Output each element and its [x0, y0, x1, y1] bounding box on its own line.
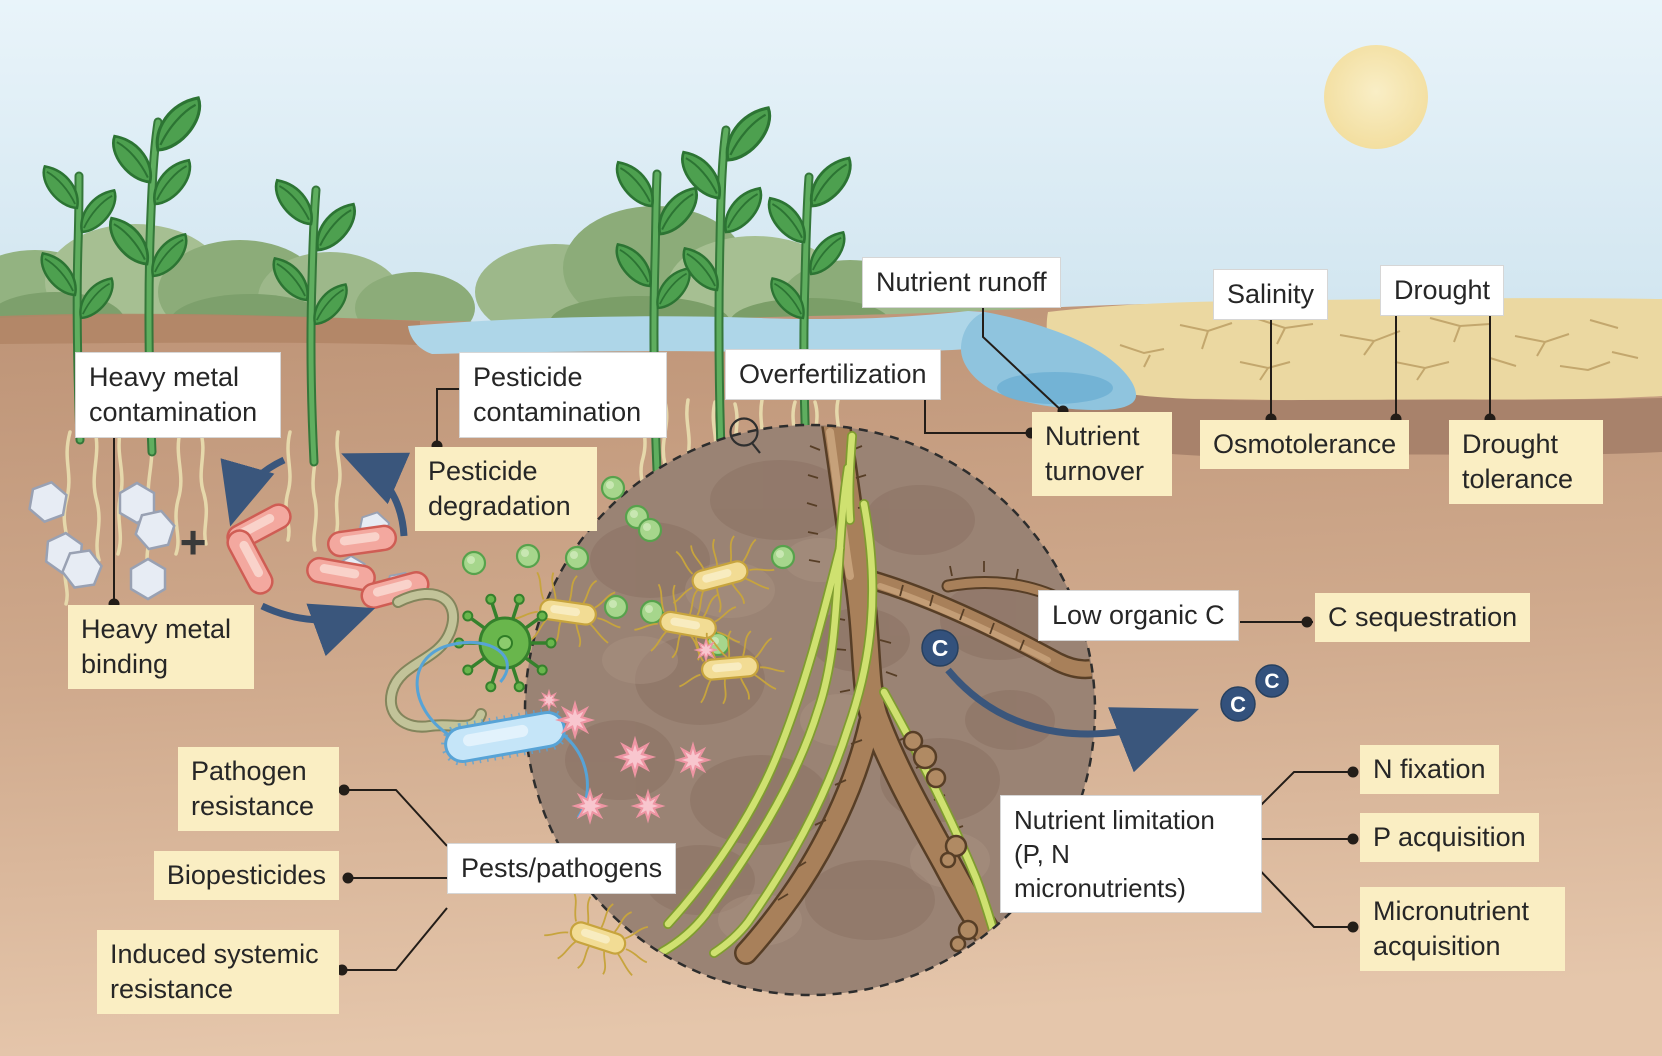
label-osmotolerance: Osmotolerance: [1200, 420, 1410, 469]
fungal-hyphae: [657, 431, 1003, 958]
label-pests-pathogens: Pests/pathogens: [447, 843, 677, 894]
crack-lines: [1119, 317, 1639, 381]
label-induced-systemic-resistance: Induced systemic resistance: [97, 930, 339, 1014]
label-overfertilization: Overfertilization: [725, 349, 941, 400]
label-nutrient-runoff: Nutrient runoff: [862, 257, 1061, 308]
root-nodules: [902, 730, 979, 953]
magnifier-icon: [729, 417, 761, 454]
label-micronutrient-acquisition: Micronutrient acquisition: [1360, 887, 1565, 971]
carbon-molecule: C: [1255, 664, 1289, 698]
label-heavy-metal-binding: Heavy metal binding: [68, 605, 254, 689]
carbon-molecule: C: [1220, 686, 1256, 722]
plus-sign: +: [180, 516, 207, 568]
connector-lines: [113, 303, 1491, 971]
label-pathogen-resistance: Pathogen resistance: [178, 747, 339, 831]
label-salinity: Salinity: [1213, 269, 1329, 320]
label-pesticide-contamination: Pesticide contamination: [459, 352, 667, 438]
label-nutrient-turnover: Nutrient turnover: [1032, 412, 1172, 496]
label-pesticide-degradation: Pesticide degradation: [415, 447, 597, 531]
carbon-flow-arrow: [945, 667, 1200, 773]
label-heavy-metal-contamination: Heavy metal contamination: [75, 352, 281, 438]
svg-text:C: C: [1230, 692, 1246, 717]
soil-zoom-texture: [565, 426, 1094, 967]
nematode: [384, 587, 487, 733]
label-c-sequestration: C sequestration: [1315, 593, 1531, 642]
label-p-acquisition: P acquisition: [1360, 813, 1539, 862]
zoom-circle-border: [523, 423, 1097, 997]
label-low-organic-c: Low organic C: [1038, 590, 1239, 641]
cycle-arrows: [220, 452, 411, 657]
stream: [408, 311, 1137, 410]
label-drought-tolerance: Drought tolerance: [1449, 420, 1603, 504]
svg-text:C: C: [932, 635, 949, 661]
label-nutrient-limitation: Nutrient limitation (P, N micronutrients…: [1000, 795, 1262, 913]
svg-text:C: C: [1264, 670, 1279, 693]
root-system: [734, 426, 1094, 967]
sun-icon: [1324, 45, 1428, 149]
carbon-molecule: C: [921, 629, 959, 667]
label-drought: Drought: [1380, 265, 1505, 316]
label-n-fixation: N fixation: [1360, 745, 1499, 794]
label-biopesticides: Biopesticides: [153, 851, 339, 900]
